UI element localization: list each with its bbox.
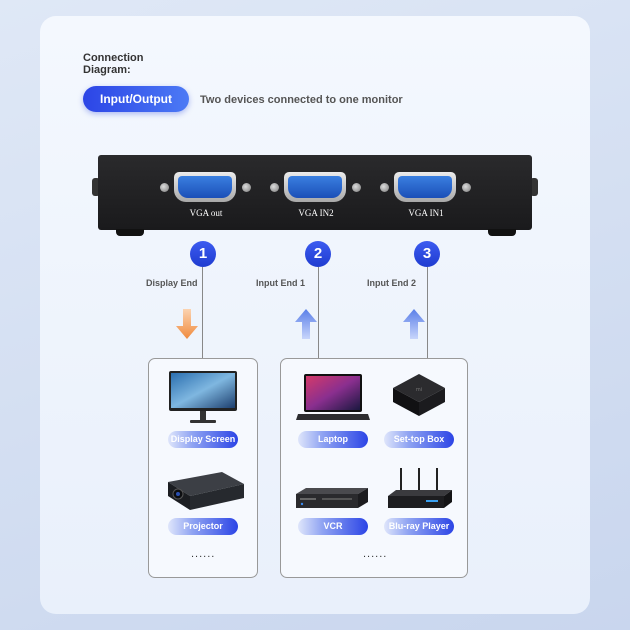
vga-port-out bbox=[158, 172, 254, 202]
switch-foot-left bbox=[116, 229, 144, 236]
number-badge-1: 1 bbox=[190, 241, 216, 267]
port-label-vga-out: VGA out bbox=[189, 208, 223, 218]
bluray-player-icon bbox=[388, 468, 452, 508]
connection-title-line: Connection Diagram: bbox=[83, 52, 144, 76]
input-end-2-label: Input End 2 bbox=[367, 278, 416, 288]
display-end-label: Display End bbox=[146, 278, 198, 288]
vga-port-in2 bbox=[268, 172, 364, 202]
connector-line-1 bbox=[202, 267, 203, 361]
diagram-subtitle: Two devices connected to one monitor bbox=[200, 94, 403, 106]
input-end-1-label: Input End 1 bbox=[256, 278, 305, 288]
vcr-label: VCR bbox=[298, 518, 368, 535]
port-label-vga-in1: VGA IN1 bbox=[408, 208, 444, 218]
vga-port-in1 bbox=[378, 172, 474, 202]
set-top-box-icon: mi bbox=[393, 374, 445, 416]
switch-left-ear bbox=[92, 178, 100, 196]
number-badge-3: 3 bbox=[414, 241, 440, 267]
vcr-icon bbox=[296, 488, 368, 508]
monitor-icon bbox=[169, 371, 237, 423]
input-output-badge: Input/Output bbox=[83, 86, 189, 112]
arrow-down-icon bbox=[176, 309, 198, 339]
connection-diagram-title: Connection Diagram: bbox=[83, 52, 163, 76]
set-top-box-label: Set-top Box bbox=[384, 431, 454, 448]
input-more-dots: ...... bbox=[363, 548, 388, 560]
laptop-icon bbox=[296, 374, 370, 420]
arrow-up-icon bbox=[295, 309, 317, 339]
number-badge-2: 2 bbox=[305, 241, 331, 267]
port-label-vga-in2: VGA IN2 bbox=[298, 208, 334, 218]
arrow-up-icon bbox=[403, 309, 425, 339]
projector-icon bbox=[168, 472, 244, 510]
bluray-player-label: Blu-ray Player bbox=[384, 518, 454, 535]
switch-right-ear bbox=[530, 178, 538, 196]
connector-line-2 bbox=[318, 267, 319, 358]
connector-line-3 bbox=[427, 267, 428, 358]
projector-label: Projector bbox=[168, 518, 238, 535]
display-screen-label: Display Screen bbox=[168, 431, 238, 448]
switch-foot-right bbox=[488, 229, 516, 236]
laptop-label: Laptop bbox=[298, 431, 368, 448]
display-more-dots: ...... bbox=[191, 548, 216, 560]
svg-text:mi: mi bbox=[416, 387, 422, 393]
